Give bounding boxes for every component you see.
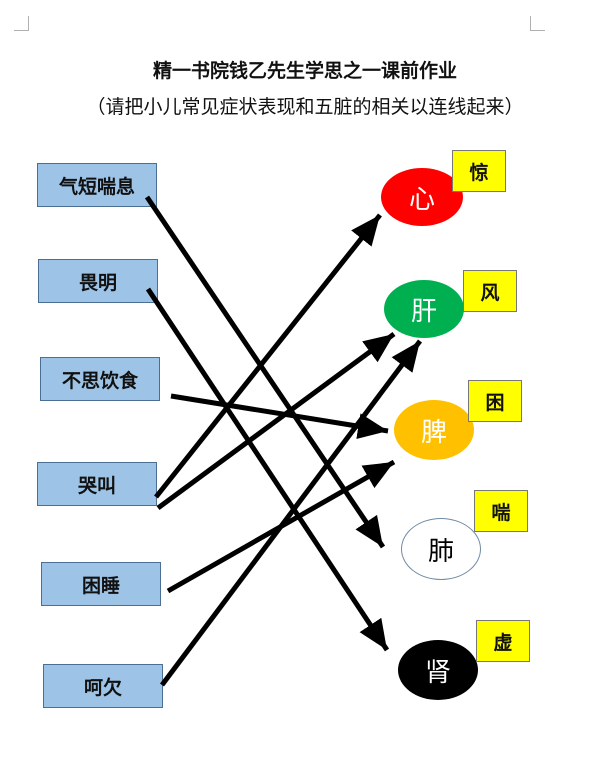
arrow-crying-to-heart: [154, 213, 382, 499]
page-corner-mark-top-left: [14, 16, 29, 31]
tag-fright: 惊: [452, 150, 506, 192]
symptom-box-crying: 哭叫: [37, 462, 157, 506]
arrow-crying-to-liver: [156, 331, 396, 511]
tag-deficiency: 虚: [476, 620, 530, 662]
arrow-poor-appetite-to-spleen: [170, 393, 389, 440]
tag-panting: 喘: [474, 490, 528, 532]
tag-wind: 风: [463, 270, 517, 312]
organ-circle-heart: 心: [381, 168, 463, 226]
page-subtitle: （请把小儿常见症状表现和五脏的相关以连线起来）: [86, 96, 524, 118]
organ-circle-kidney: 肾: [398, 640, 478, 700]
organ-circle-lung: 肺: [401, 518, 481, 580]
arrow-photophobia-to-kidney: [145, 287, 390, 652]
symptom-box-shortness-of-breath: 气短喘息: [37, 163, 157, 207]
page-corner-mark-top-right: [530, 16, 545, 31]
symptom-box-yawning: 呵欠: [43, 664, 163, 708]
organ-circle-spleen: 脾: [394, 400, 474, 460]
symptom-box-drowsiness: 困睡: [41, 562, 161, 606]
page-title: 精一书院钱乙先生学思之一课前作业: [152, 60, 457, 82]
arrow-yawning-to-liver: [160, 339, 422, 687]
symptom-box-poor-appetite: 不思饮食: [40, 357, 160, 401]
arrow-shortness-of-breath-to-lung: [144, 195, 386, 549]
symptom-box-photophobia: 畏明: [38, 259, 158, 303]
tag-fatigue: 困: [468, 380, 522, 422]
organ-circle-liver: 肝: [384, 280, 464, 338]
